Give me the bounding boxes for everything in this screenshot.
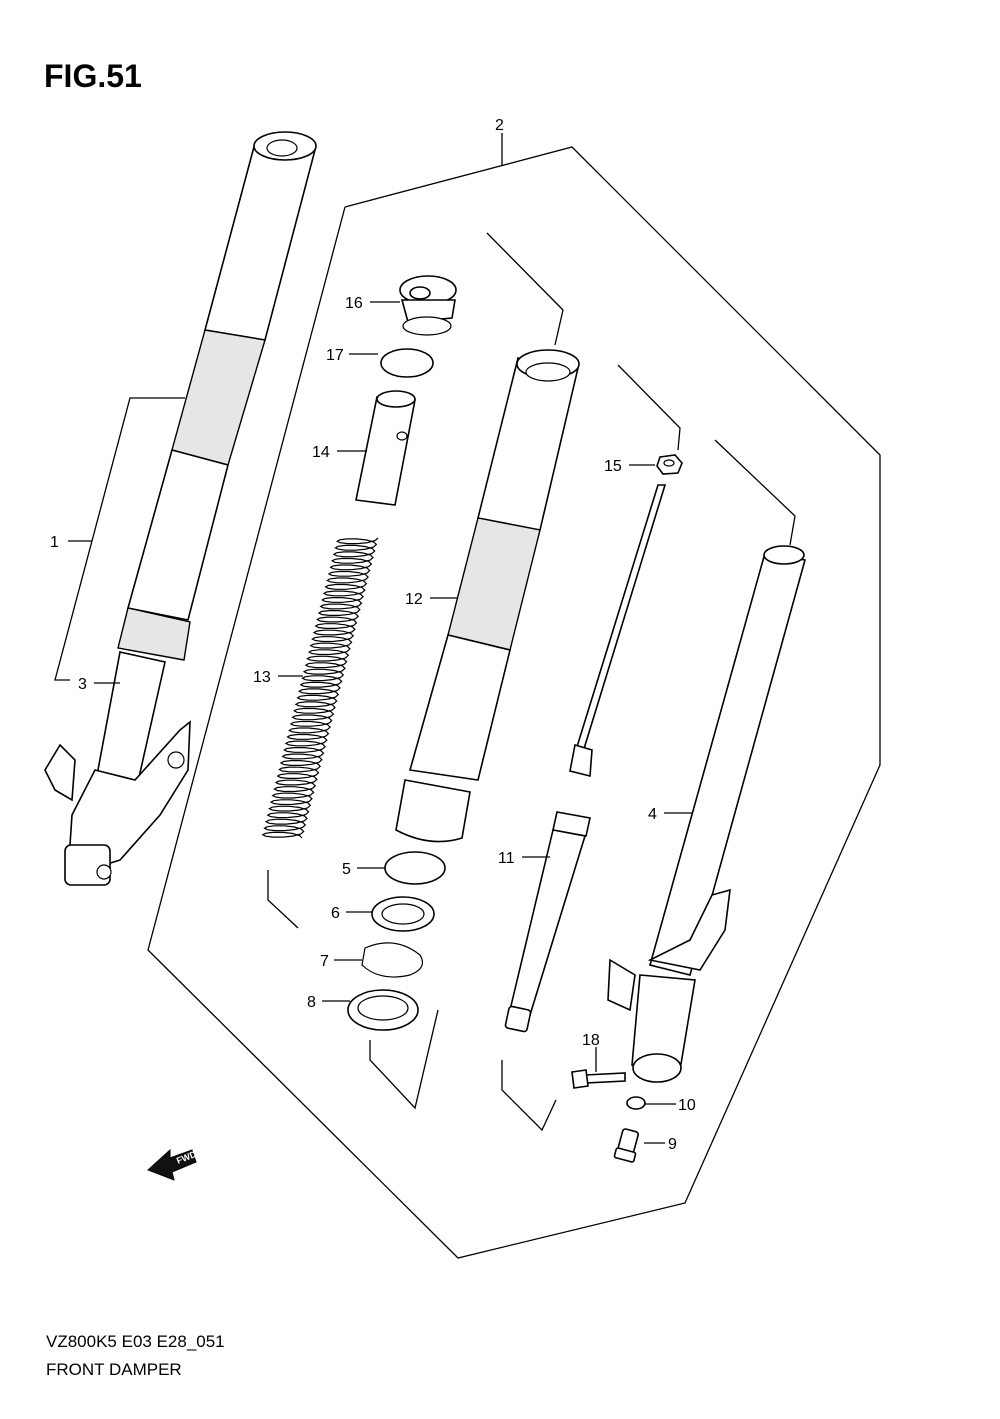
- callout-8: 8: [307, 994, 316, 1011]
- callout-2: 2: [495, 117, 504, 134]
- fork-cap-bolt-16: [399, 275, 457, 336]
- spacer-14: [355, 390, 416, 506]
- bracket-11-top: [617, 364, 681, 451]
- fork-spring-13: [261, 537, 379, 839]
- assembly-2-outline: [147, 146, 881, 1259]
- callout-7: 7: [320, 953, 329, 970]
- leader-lines: [68, 301, 693, 1144]
- bracket-11-base: [501, 1060, 557, 1132]
- bracket-4-top: [714, 439, 796, 546]
- bracket-5-8-base: [369, 1009, 439, 1110]
- bolt-18: [571, 1069, 626, 1089]
- callout-14: 14: [312, 444, 330, 461]
- callout-4: 4: [648, 806, 657, 823]
- callout-9: 9: [668, 1136, 677, 1153]
- callout-13: 13: [253, 669, 271, 686]
- callout-1: 1: [50, 534, 59, 551]
- bracket-1-3: [54, 397, 185, 681]
- retaining-ring-7: [361, 942, 423, 978]
- inner-tube-12: [395, 349, 580, 843]
- front-fork-assembly-1: [44, 131, 317, 886]
- nut-15: [656, 454, 683, 475]
- seal-8: [347, 989, 419, 1031]
- oil-seal-5: [384, 851, 446, 885]
- callout-12: 12: [405, 591, 423, 608]
- damper-rod-11: [504, 484, 667, 1033]
- callout-3: 3: [78, 676, 87, 693]
- bolt-9: [613, 1128, 639, 1163]
- washer-10: [626, 1096, 646, 1110]
- section-title: FRONT DAMPER: [46, 1360, 182, 1379]
- figure-title: FIG.51: [44, 58, 142, 94]
- forward-direction-arrow: FWD: [147, 1149, 198, 1181]
- callout-17: 17: [326, 347, 344, 364]
- callout-10: 10: [678, 1097, 696, 1114]
- outer-tube-4: [607, 545, 807, 1083]
- callout-16: 16: [345, 295, 363, 312]
- bracket-13-base: [267, 870, 299, 929]
- o-ring-17: [380, 348, 434, 378]
- bracket-12-group: [486, 232, 564, 346]
- model-code: VZ800K5 E03 E28_051: [46, 1332, 225, 1351]
- dust-seal-6: [371, 896, 435, 932]
- callout-5: 5: [342, 861, 351, 878]
- callout-15: 15: [604, 458, 622, 475]
- callout-11: 11: [498, 850, 515, 867]
- callout-6: 6: [331, 905, 340, 922]
- callout-18: 18: [582, 1032, 600, 1049]
